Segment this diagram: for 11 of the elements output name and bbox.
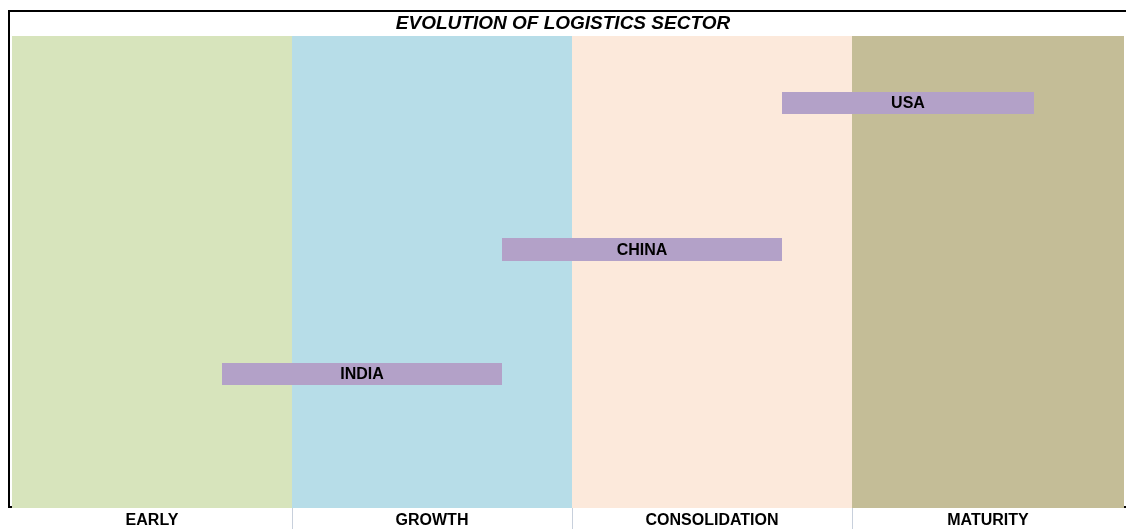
stage-label: CONSOLIDATION [644, 511, 780, 529]
stage-label: MATURITY [946, 511, 1030, 529]
country-bar [222, 363, 502, 385]
country-label: USA [891, 94, 925, 112]
title: EVOLUTION OF LOGISTICS SECTOR [394, 12, 732, 34]
stage-label: GROWTH [394, 511, 470, 529]
stage-label: EARLY [124, 511, 180, 529]
country-bar [502, 238, 782, 261]
country-bar [782, 92, 1034, 114]
country-label: CHINA [616, 240, 668, 259]
country-label: INDIA [340, 365, 384, 383]
